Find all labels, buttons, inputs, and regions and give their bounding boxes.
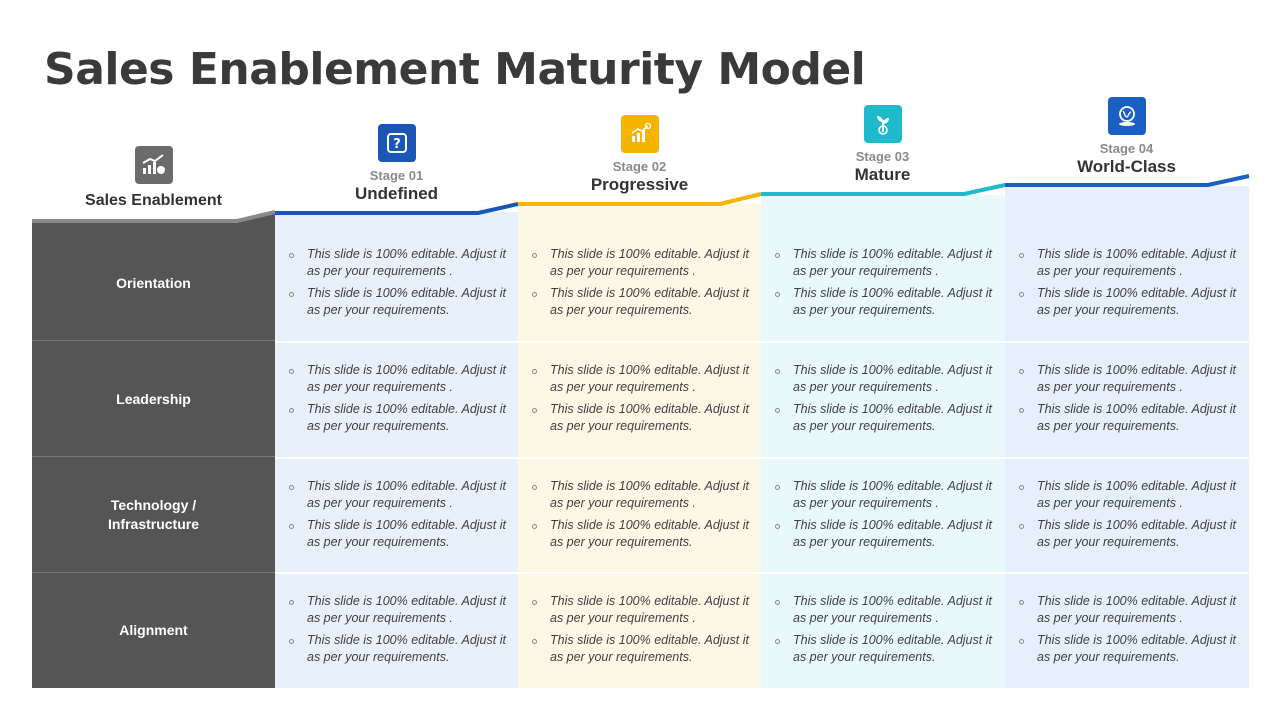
bullet-text: This slide is 100% editable. Adjust it a… xyxy=(289,285,506,319)
row-label-text: Technology / Infrastructure xyxy=(107,497,200,532)
globe-icon xyxy=(1107,97,1146,135)
bullet-text: This slide is 100% editable. Adjust it a… xyxy=(532,246,749,280)
bullet-text: This slide is 100% editable. Adjust it a… xyxy=(532,517,749,551)
bullet-text: This slide is 100% editable. Adjust it a… xyxy=(1019,632,1236,666)
stage-1-column xyxy=(275,212,518,688)
stage-2-name: Progressive xyxy=(590,175,689,194)
stage-1-name: Undefined xyxy=(354,184,439,203)
row-separator xyxy=(275,457,1249,459)
cell-technology-stage-3: This slide is 100% editable. Adjust it a… xyxy=(761,458,1004,573)
row-label-alignment: Alignment xyxy=(119,622,188,638)
cell-technology-stage-2: This slide is 100% editable. Adjust it a… xyxy=(518,458,761,573)
page-title: Sales Enablement Maturity Model xyxy=(44,44,866,95)
cell-leadership-stage-1: This slide is 100% editable. Adjust it a… xyxy=(275,342,518,457)
bullet-text: This slide is 100% editable. Adjust it a… xyxy=(775,593,992,627)
bar-chart-icon xyxy=(620,115,659,153)
bullet-text: This slide is 100% editable. Adjust it a… xyxy=(532,362,749,396)
bullet-text: This slide is 100% editable. Adjust it a… xyxy=(1019,246,1236,280)
row-labels-column: Orientation Leadership Technology / Infr… xyxy=(32,226,275,688)
stage-3-column xyxy=(761,195,1005,688)
bullet-text: This slide is 100% editable. Adjust it a… xyxy=(775,517,992,551)
bullet-text: This slide is 100% editable. Adjust it a… xyxy=(1019,362,1236,396)
cell-technology-stage-1: This slide is 100% editable. Adjust it a… xyxy=(275,458,518,573)
stage-1-number: Stage 01 xyxy=(369,168,424,183)
bullet-text: This slide is 100% editable. Adjust it a… xyxy=(1019,478,1236,512)
bullet-text: This slide is 100% editable. Adjust it a… xyxy=(775,285,992,319)
stage-3-name: Mature xyxy=(854,165,911,184)
sales-enablement-label: Sales Enablement xyxy=(85,192,222,209)
row-separator xyxy=(275,572,1249,574)
bullet-text: This slide is 100% editable. Adjust it a… xyxy=(289,478,506,512)
stage-2-number: Stage 02 xyxy=(612,159,667,174)
bullet-text: This slide is 100% editable. Adjust it a… xyxy=(1019,593,1236,627)
row-label-leadership: Leadership xyxy=(32,342,275,457)
cell-leadership-stage-3: This slide is 100% editable. Adjust it a… xyxy=(761,342,1004,457)
question-icon: ? xyxy=(377,124,416,162)
stage-2-header: Stage 02 Progressive xyxy=(518,115,761,194)
bullet-text: This slide is 100% editable. Adjust it a… xyxy=(532,401,749,435)
stage-4-name: World-Class xyxy=(1077,157,1176,176)
row-label-orientation: Orientation xyxy=(32,226,275,341)
cell-leadership-stage-2: This slide is 100% editable. Adjust it a… xyxy=(518,342,761,457)
bullet-text: This slide is 100% editable. Adjust it a… xyxy=(775,362,992,396)
sales-enablement-header: Sales Enablement xyxy=(32,146,275,210)
cell-technology-stage-4: This slide is 100% editable. Adjust it a… xyxy=(1005,458,1248,573)
bullet-text: This slide is 100% editable. Adjust it a… xyxy=(1019,517,1236,551)
bullet-text: This slide is 100% editable. Adjust it a… xyxy=(532,593,749,627)
stage-4-header: Stage 04 World-Class xyxy=(1005,97,1248,176)
bullet-text: This slide is 100% editable. Adjust it a… xyxy=(289,517,506,551)
cell-orientation-stage-1: This slide is 100% editable. Adjust it a… xyxy=(275,226,518,341)
money-growth-icon xyxy=(134,146,173,184)
bullet-text: This slide is 100% editable. Adjust it a… xyxy=(1019,401,1236,435)
stage-4-column xyxy=(1005,186,1249,688)
bullet-text: This slide is 100% editable. Adjust it a… xyxy=(775,478,992,512)
cell-orientation-stage-3: This slide is 100% editable. Adjust it a… xyxy=(761,226,1004,341)
cell-alignment-stage-3: This slide is 100% editable. Adjust it a… xyxy=(761,573,1004,688)
cell-alignment-stage-2: This slide is 100% editable. Adjust it a… xyxy=(518,573,761,688)
bullet-text: This slide is 100% editable. Adjust it a… xyxy=(532,285,749,319)
cell-alignment-stage-4: This slide is 100% editable. Adjust it a… xyxy=(1005,573,1248,688)
stage-4-number: Stage 04 xyxy=(1099,141,1154,156)
stage-3-header: Stage 03 Mature xyxy=(761,105,1004,184)
bullet-text: This slide is 100% editable. Adjust it a… xyxy=(775,401,992,435)
bullet-text: This slide is 100% editable. Adjust it a… xyxy=(289,246,506,280)
bullet-text: This slide is 100% editable. Adjust it a… xyxy=(289,593,506,627)
cell-leadership-stage-4: This slide is 100% editable. Adjust it a… xyxy=(1005,342,1248,457)
stage-3-number: Stage 03 xyxy=(855,149,910,164)
svg-text:?: ? xyxy=(393,137,401,152)
stage-2-column xyxy=(518,204,761,688)
cell-orientation-stage-2: This slide is 100% editable. Adjust it a… xyxy=(518,226,761,341)
cell-orientation-stage-4: This slide is 100% editable. Adjust it a… xyxy=(1005,226,1248,341)
stage-1-header: ? Stage 01 Undefined xyxy=(275,124,518,203)
bullet-text: This slide is 100% editable. Adjust it a… xyxy=(1019,285,1236,319)
bullet-text: This slide is 100% editable. Adjust it a… xyxy=(532,478,749,512)
bullet-text: This slide is 100% editable. Adjust it a… xyxy=(775,632,992,666)
bullet-text: This slide is 100% editable. Adjust it a… xyxy=(289,401,506,435)
bullet-text: This slide is 100% editable. Adjust it a… xyxy=(775,246,992,280)
row-label-technology-infrastructure: Technology / Infrastructure xyxy=(32,458,275,573)
plant-growth-icon xyxy=(863,105,902,143)
bullet-text: This slide is 100% editable. Adjust it a… xyxy=(289,632,506,666)
cell-alignment-stage-1: This slide is 100% editable. Adjust it a… xyxy=(275,573,518,688)
row-separator xyxy=(275,341,1249,343)
bullet-text: This slide is 100% editable. Adjust it a… xyxy=(532,632,749,666)
bullet-text: This slide is 100% editable. Adjust it a… xyxy=(289,362,506,396)
